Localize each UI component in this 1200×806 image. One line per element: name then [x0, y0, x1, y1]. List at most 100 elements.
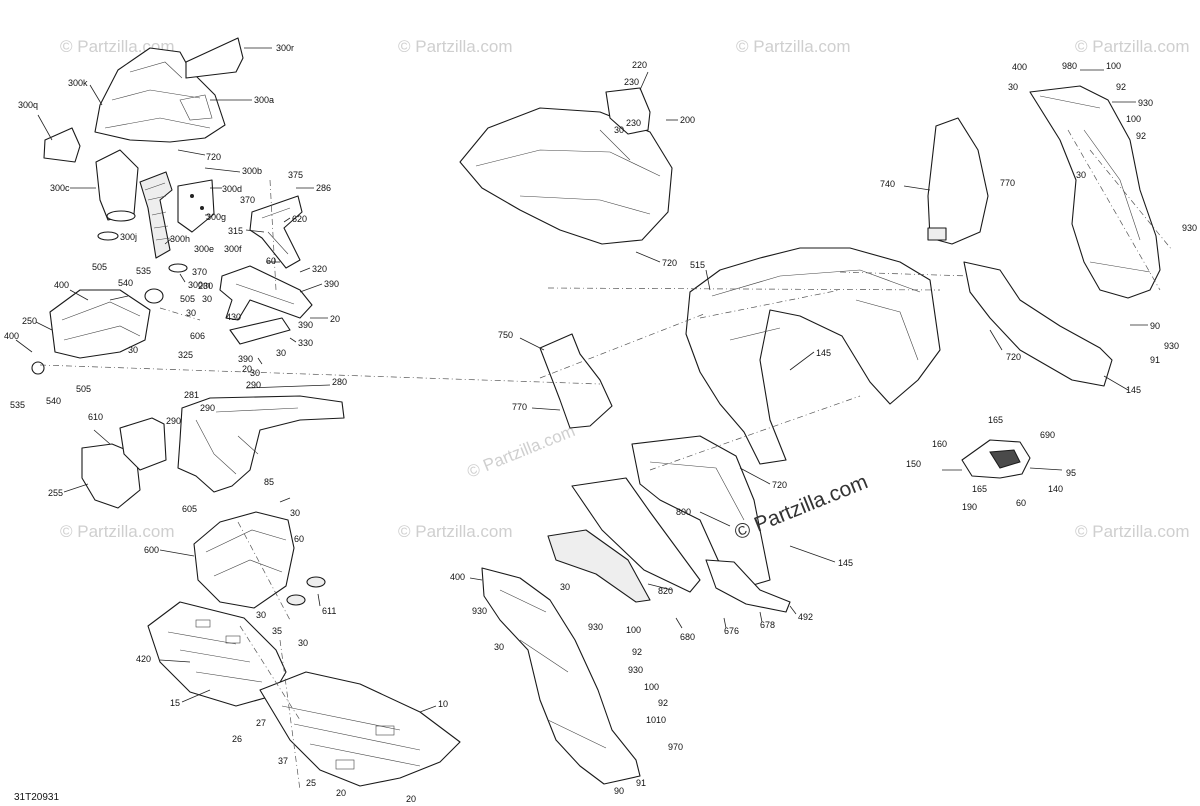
part-number-callout: 390 — [238, 354, 253, 364]
part-number-callout: 515 — [690, 260, 705, 270]
part-number-callout: 30 — [1076, 170, 1086, 180]
intake-bracket — [177, 179, 215, 233]
part-number-callout: 600 — [144, 545, 159, 555]
part-number-callout: 90 — [614, 786, 624, 796]
part-number-callout: 200 — [680, 115, 695, 125]
part-number-callout: 676 — [724, 626, 739, 636]
callout-labels: 300r 300k 300a 300q 720 300b 300c 300d 3… — [4, 43, 1197, 804]
part-number-callout: 535 — [136, 266, 151, 276]
part-number-callout: 92 — [1136, 131, 1146, 141]
part-number-callout: 770 — [512, 402, 527, 412]
part-number-callout: 980 — [1062, 61, 1077, 71]
part-number-callout: 20 — [336, 788, 346, 798]
part-number-callout: 930 — [628, 665, 643, 675]
part-number-callout: 720 — [206, 152, 221, 162]
part-number-callout: 400 — [4, 331, 19, 341]
part-number-callout: 620 — [292, 214, 307, 224]
part-number-callout: 505 — [92, 262, 107, 272]
part-number-callout: 160 — [932, 439, 947, 449]
part-number-callout: 90 — [1150, 321, 1160, 331]
part-number-callout: 540 — [118, 278, 133, 288]
duct-clamp — [106, 210, 136, 222]
part-number-callout: 1010 — [646, 715, 666, 725]
part-number-callout: 30 — [1008, 82, 1018, 92]
part-number-callout: 290 — [166, 416, 181, 426]
part-number-callout: 230 — [626, 118, 641, 128]
part-number-callout: 91 — [1150, 355, 1160, 365]
frame-tube-280 — [177, 395, 345, 493]
part-number-callout: 505 — [76, 384, 91, 394]
part-number-callout: 145 — [816, 348, 831, 358]
panel-750 — [539, 333, 613, 429]
part-number-callout: 300e — [194, 244, 214, 254]
part-number-callout: 300f — [224, 244, 242, 254]
part-number-callout: 250 — [22, 316, 37, 326]
panel-678 — [705, 559, 791, 613]
part-number-callout: 930 — [588, 622, 603, 632]
part-number-callout: 325 — [178, 350, 193, 360]
part-number-callout: 91 — [636, 778, 646, 788]
part-number-callout: 370 — [240, 195, 255, 205]
part-number-callout: 30 — [290, 508, 300, 518]
part-number-callout: 800 — [676, 507, 691, 517]
alignment-lines — [39, 129, 1173, 791]
watermark-text: © Partzilla.com — [60, 522, 175, 541]
part-number-callout: 430 — [226, 312, 241, 322]
panel-740 — [927, 117, 989, 245]
part-number-callout: 690 — [1040, 430, 1055, 440]
part-number-callout: 20 — [242, 364, 252, 374]
bracket-610 — [119, 417, 167, 471]
part-number-callout: 390 — [324, 279, 339, 289]
part-number-callout: 25 — [306, 778, 316, 788]
part-number-callout: 30 — [494, 642, 504, 652]
right-fender-980 — [1029, 85, 1161, 299]
part-number-callout: 165 — [972, 484, 987, 494]
part-number-callout: 540 — [46, 396, 61, 406]
part-number-callout: 320 — [312, 264, 327, 274]
part-number-callout: 35 — [272, 626, 282, 636]
watermark-text: © Partzilla.com — [1075, 522, 1190, 541]
part-number-callout: 535 — [10, 400, 25, 410]
part-number-callout: 230 — [624, 77, 639, 87]
watermark-text: © Partzilla.com — [1075, 37, 1190, 56]
figure-id: 31T20931 — [14, 792, 59, 803]
part-number-callout: 970 — [668, 742, 683, 752]
part-number-callout: 140 — [1048, 484, 1063, 494]
part-number-callout: 492 — [798, 612, 813, 622]
steering-support-bracket — [249, 195, 303, 269]
part-number-callout: 930 — [1138, 98, 1153, 108]
part-number-callout: 30 — [256, 610, 266, 620]
part-number-callout: 230 — [198, 281, 213, 291]
watermark-text: © Partzilla.com — [398, 522, 513, 541]
part-number-callout: 611 — [322, 606, 336, 616]
rubber-mount — [306, 576, 326, 588]
watermark-text: © Partzilla.com — [398, 37, 513, 56]
part-number-callout: 720 — [662, 258, 677, 268]
part-number-callout: 220 — [632, 60, 647, 70]
handlebar-support-tube — [219, 265, 313, 321]
skid-plate-10 — [259, 671, 461, 787]
part-number-callout: 300d — [222, 184, 242, 194]
lower-shell-800 — [631, 435, 771, 587]
part-number-callout: 505 — [180, 294, 195, 304]
part-number-callout: 15 — [170, 698, 180, 708]
air-intake-side-flap — [43, 127, 81, 163]
part-number-callout: 740 — [880, 179, 895, 189]
part-number-callout: 30 — [186, 308, 196, 318]
part-number-callout: 290 — [246, 380, 261, 390]
part-number-callout: 420 — [136, 654, 151, 664]
part-number-callout: 100 — [644, 682, 659, 692]
part-number-callout: 30 — [614, 125, 624, 135]
part-number-callout: 281 — [184, 390, 199, 400]
part-number-callout: 300a — [254, 95, 274, 105]
part-number-callout: 930 — [1182, 223, 1197, 233]
part-number-callout: 255 — [48, 488, 63, 498]
part-number-callout: 85 — [264, 477, 274, 487]
part-number-callout: 606 — [190, 331, 205, 341]
part-number-callout: 165 — [988, 415, 1003, 425]
grommet — [31, 361, 45, 375]
part-number-callout: 20 — [330, 314, 340, 324]
rubber-mount — [286, 594, 306, 606]
steering-mount-600 — [193, 511, 295, 609]
